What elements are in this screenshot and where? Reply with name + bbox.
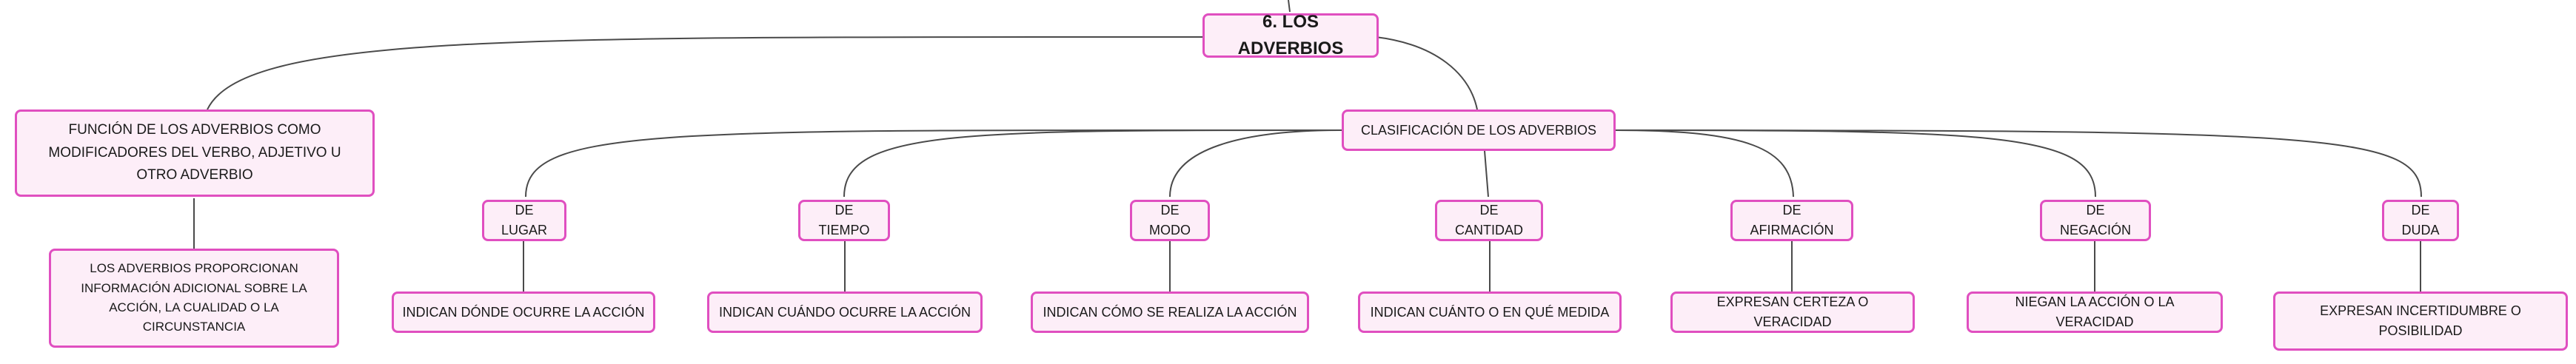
root-node[interactable]: 6. LOS ADVERBIOS <box>1202 12 1379 58</box>
classification-node[interactable]: CLASIFICACIÓN DE LOS ADVERBIOS <box>1342 109 1616 151</box>
connector-root-to-function <box>207 36 1206 110</box>
type-node-afirmacion[interactable]: DE AFIRMACIÓN <box>1730 200 1853 241</box>
desc-node-modo[interactable]: INDICAN CÓMO SE REALIZA LA ACCIÓN <box>1031 291 1309 333</box>
connector-class-to-negacion <box>1613 129 2096 198</box>
type-node-modo[interactable]: DE MODO <box>1130 200 1210 241</box>
desc-node-negacion[interactable]: NIEGAN LA ACCIÓN O LA VERACIDAD <box>1967 291 2223 333</box>
connector-class-to-lugar <box>525 129 1342 198</box>
connector-class-to-duda <box>1613 129 2422 198</box>
type-node-cantidad[interactable]: DE CANTIDAD <box>1435 200 1543 241</box>
desc-node-tiempo[interactable]: INDICAN CUÁNDO OCURRE LA ACCIÓN <box>707 291 983 333</box>
desc-node-duda[interactable]: EXPRESAN INCERTIDUMBRE O POSIBILIDAD <box>2273 291 2568 351</box>
connector-class-to-cantidad <box>1484 150 1489 198</box>
type-node-lugar[interactable]: DE LUGAR <box>482 200 566 241</box>
type-node-tiempo[interactable]: DE TIEMPO <box>798 200 890 241</box>
type-node-negacion[interactable]: DE NEGACIÓN <box>2040 200 2151 241</box>
desc-node-lugar[interactable]: INDICAN DÓNDE OCURRE LA ACCIÓN <box>392 291 655 333</box>
desc-node-afirmacion[interactable]: EXPRESAN CERTEZA O VERACIDAD <box>1670 291 1915 333</box>
connector-class-to-afirmacion <box>1613 129 1794 198</box>
function-node[interactable]: FUNCIÓN DE LOS ADVERBIOS COMO MODIFICADO… <box>15 109 375 197</box>
type-node-duda[interactable]: DE DUDA <box>2382 200 2459 241</box>
connector-class-to-modo <box>1169 129 1342 198</box>
connector-class-to-tiempo <box>843 129 1342 198</box>
desc-node-cantidad[interactable]: INDICAN CUÁNTO O EN QUÉ MEDIDA <box>1358 291 1622 333</box>
function-detail-node[interactable]: LOS ADVERBIOS PROPORCIONAN INFORMACIÓN A… <box>49 249 339 348</box>
connector-root-to-classification <box>1375 36 1478 110</box>
